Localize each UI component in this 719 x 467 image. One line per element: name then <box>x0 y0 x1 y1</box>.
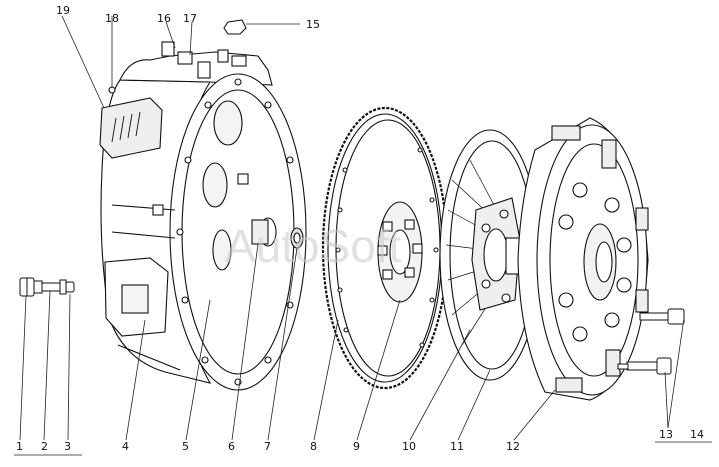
callout-9: 9 <box>353 440 360 453</box>
callout-18: 18 <box>105 12 119 25</box>
flywheel-ring-gear <box>321 106 449 390</box>
callout-19: 19 <box>56 4 70 17</box>
callout-labels: 1 2 3 4 5 6 7 8 9 10 11 12 13 14 15 16 1… <box>16 4 704 453</box>
flywheel-housing <box>99 19 307 391</box>
callout-16: 16 <box>157 12 171 25</box>
callout-3: 3 <box>64 440 71 453</box>
callout-5: 5 <box>182 440 189 453</box>
callout-12: 12 <box>506 440 520 453</box>
callout-8: 8 <box>310 440 317 453</box>
callout-10: 10 <box>402 440 416 453</box>
callout-15: 15 <box>306 18 320 31</box>
callout-14: 14 <box>690 428 704 441</box>
callout-1: 1 <box>16 440 23 453</box>
callout-7: 7 <box>264 440 271 453</box>
callout-2: 2 <box>41 440 48 453</box>
callout-13: 13 <box>659 428 673 441</box>
bolt-assembly-right <box>617 308 685 375</box>
pressure-plate-cover <box>517 117 649 401</box>
watermark-text: AutoSoft <box>225 220 402 272</box>
callout-17: 17 <box>183 12 197 25</box>
callout-11: 11 <box>450 440 464 453</box>
callout-4: 4 <box>122 440 129 453</box>
bolt-assembly-left <box>19 277 75 297</box>
callout-6: 6 <box>228 440 235 453</box>
clutch-disc <box>439 129 541 381</box>
leader-lines <box>14 15 712 456</box>
